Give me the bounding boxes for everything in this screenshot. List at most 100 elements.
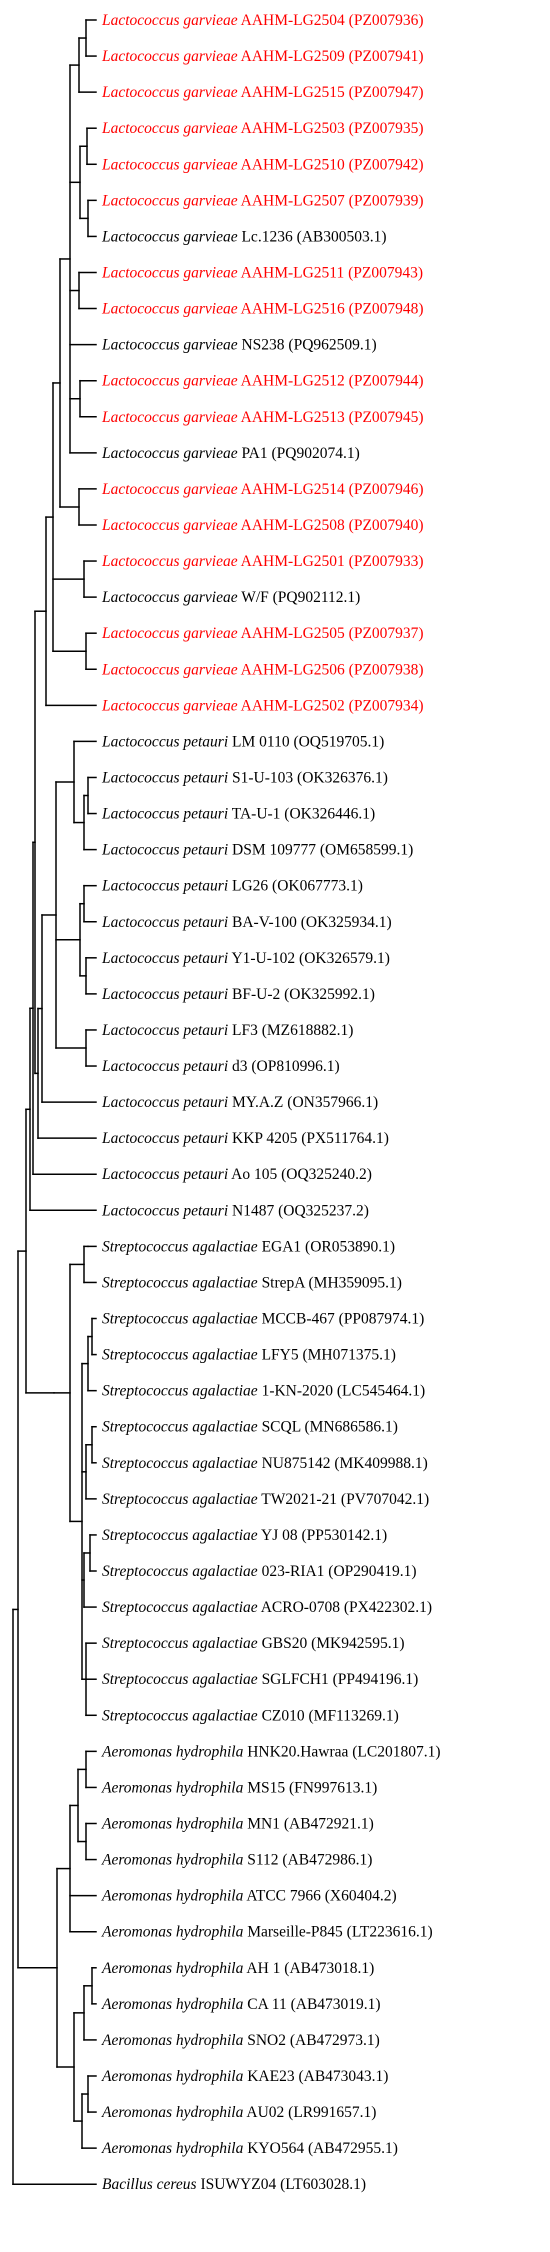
leaf-label: Lactococcus garvieae AAHM-LG2511 (PZ0079…	[101, 264, 423, 281]
leaf-genus: Lactococcus garvieae	[101, 445, 238, 462]
leaf-label: Lactococcus garvieae AAHM-LG2515 (PZ0079…	[101, 84, 424, 101]
leaf-label: Lactococcus garvieae Lc.1236 (AB300503.1…	[101, 228, 387, 245]
leaf-genus: Lactococcus garvieae	[101, 48, 238, 65]
leaf-label: Lactococcus petauri d3 (OP810996.1)	[101, 1058, 340, 1075]
leaf-genus: Lactococcus petauri	[101, 1022, 228, 1039]
leaf-strain: AAHM-LG2501 (PZ007933)	[241, 553, 424, 570]
leaf-genus: Streptococcus agalactiae	[102, 1274, 258, 1291]
leaf-strain: SNO2 (AB472973.1)	[247, 2032, 380, 2049]
leaf-strain: AH 1 (AB473018.1)	[246, 1960, 374, 1977]
leaf-label: Lactococcus petauri KKP 4205 (PX511764.1…	[101, 1130, 389, 1147]
leaf-label: Lactococcus petauri N1487 (OQ325237.2)	[101, 1202, 369, 1219]
leaf-strain: AAHM-LG2509 (PZ007941)	[241, 48, 424, 65]
leaf-genus: Aeromonas hydrophila	[101, 1924, 244, 1941]
leaf-strain: BF-U-2 (OK325992.1)	[232, 986, 375, 1003]
leaf-genus: Streptococcus agalactiae	[102, 1635, 258, 1652]
leaf-label: Streptococcus agalactiae StrepA (MH35909…	[102, 1274, 402, 1291]
leaf-genus: Aeromonas hydrophila	[101, 1743, 244, 1760]
leaf-genus: Lactococcus garvieae	[101, 120, 238, 137]
leaf-strain: ISUWYZ04 (LT603028.1)	[200, 2176, 366, 2193]
leaf-strain: LFY5 (MH071375.1)	[262, 1347, 396, 1364]
leaf-genus: Lactococcus garvieae	[101, 12, 238, 29]
leaf-label: Lactococcus garvieae AAHM-LG2502 (PZ0079…	[101, 697, 424, 714]
leaf-label: Lactococcus garvieae AAHM-LG2514 (PZ0079…	[101, 481, 424, 498]
leaf-genus: Aeromonas hydrophila	[101, 2104, 244, 2121]
leaf-genus: Lactococcus garvieae	[101, 373, 238, 390]
leaf-label: Streptococcus agalactiae GBS20 (MK942595…	[102, 1635, 405, 1652]
leaf-strain: CA 11 (AB473019.1)	[247, 1996, 380, 2013]
leaf-strain: AAHM-LG2510 (PZ007942)	[241, 156, 424, 173]
leaf-label: Lactococcus petauri BF-U-2 (OK325992.1)	[101, 986, 375, 1003]
leaf-genus: Lactococcus garvieae	[101, 264, 238, 281]
leaf-genus: Bacillus cereus	[102, 2176, 197, 2193]
leaf-label: Lactococcus garvieae NS238 (PQ962509.1)	[101, 337, 377, 354]
leaf-strain: KAE23 (AB473043.1)	[247, 2068, 388, 2085]
leaf-label: Aeromonas hydrophila AU02 (LR991657.1)	[101, 2104, 376, 2121]
leaf-genus: Lactococcus garvieae	[101, 337, 238, 354]
leaf-genus: Streptococcus agalactiae	[102, 1311, 258, 1328]
leaf-strain: KYO564 (AB472955.1)	[247, 2140, 398, 2157]
leaf-genus: Lactococcus petauri	[101, 1202, 228, 1219]
tree-leaf-labels: Lactococcus garvieae AAHM-LG2504 (PZ0079…	[101, 12, 441, 2193]
leaf-label: Streptococcus agalactiae 1-KN-2020 (LC54…	[102, 1383, 425, 1400]
leaf-genus: Lactococcus garvieae	[101, 553, 238, 570]
leaf-strain: Lc.1236 (AB300503.1)	[241, 228, 386, 245]
leaf-label: Lactococcus petauri LG26 (OK067773.1)	[101, 878, 363, 895]
leaf-genus: Aeromonas hydrophila	[101, 2032, 244, 2049]
leaf-label: Aeromonas hydrophila SNO2 (AB472973.1)	[101, 2032, 380, 2049]
leaf-genus: Lactococcus garvieae	[101, 228, 238, 245]
leaf-strain: Ao 105 (OQ325240.2)	[231, 1166, 372, 1183]
leaf-genus: Lactococcus petauri	[101, 842, 228, 859]
leaf-label: Lactococcus garvieae AAHM-LG2516 (PZ0079…	[101, 301, 424, 318]
leaf-label: Lactococcus garvieae AAHM-LG2512 (PZ0079…	[101, 373, 424, 390]
leaf-genus: Lactococcus garvieae	[101, 589, 238, 606]
leaf-genus: Lactococcus garvieae	[101, 625, 238, 642]
leaf-genus: Aeromonas hydrophila	[101, 2140, 244, 2157]
leaf-strain: GBS20 (MK942595.1)	[262, 1635, 405, 1652]
leaf-strain: MS15 (FN997613.1)	[247, 1779, 377, 1796]
leaf-label: Lactococcus petauri TA-U-1 (OK326446.1)	[101, 806, 375, 823]
leaf-genus: Lactococcus petauri	[101, 986, 228, 1003]
leaf-label: Streptococcus agalactiae LFY5 (MH071375.…	[102, 1347, 396, 1364]
leaf-strain: S112 (AB472986.1)	[247, 1852, 372, 1869]
leaf-label: Lactococcus garvieae W/F (PQ902112.1)	[101, 589, 360, 606]
leaf-genus: Streptococcus agalactiae	[102, 1491, 258, 1508]
leaf-label: Lactococcus garvieae AAHM-LG2501 (PZ0079…	[101, 553, 424, 570]
leaf-strain: MCCB-467 (PP087974.1)	[262, 1311, 425, 1328]
leaf-strain: NS238 (PQ962509.1)	[241, 337, 376, 354]
leaf-strain: PA1 (PQ902074.1)	[241, 445, 359, 462]
leaf-genus: Lactococcus petauri	[101, 733, 228, 750]
leaf-strain: CZ010 (MF113269.1)	[262, 1707, 399, 1724]
leaf-genus: Lactococcus petauri	[101, 878, 228, 895]
leaf-label: Aeromonas hydrophila KYO564 (AB472955.1)	[101, 2140, 398, 2157]
leaf-label: Streptococcus agalactiae SCQL (MN686586.…	[102, 1419, 398, 1436]
leaf-label: Lactococcus garvieae AAHM-LG2503 (PZ0079…	[101, 120, 424, 137]
leaf-strain: YJ 08 (PP530142.1)	[261, 1527, 387, 1544]
leaf-label: Streptococcus agalactiae CZ010 (MF113269…	[102, 1707, 399, 1724]
leaf-strain: SCQL (MN686586.1)	[262, 1419, 398, 1436]
leaf-strain: HNK20.Hawraa (LC201807.1)	[247, 1743, 440, 1760]
leaf-genus: Aeromonas hydrophila	[101, 1852, 244, 1869]
leaf-label: Lactococcus garvieae AAHM-LG2510 (PZ0079…	[101, 156, 424, 173]
leaf-genus: Aeromonas hydrophila	[101, 2068, 244, 2085]
leaf-strain: StrepA (MH359095.1)	[262, 1274, 402, 1291]
leaf-genus: Streptococcus agalactiae	[102, 1599, 258, 1616]
leaf-genus: Streptococcus agalactiae	[102, 1419, 258, 1436]
leaf-genus: Lactococcus garvieae	[101, 661, 238, 678]
leaf-strain: LM 0110 (OQ519705.1)	[232, 733, 384, 750]
leaf-genus: Lactococcus petauri	[101, 914, 228, 931]
leaf-label: Aeromonas hydrophila MS15 (FN997613.1)	[101, 1779, 377, 1796]
leaf-label: Aeromonas hydrophila S112 (AB472986.1)	[101, 1852, 372, 1869]
leaf-strain: AAHM-LG2513 (PZ007945)	[241, 409, 424, 426]
leaf-strain: Y1-U-102 (OK326579.1)	[231, 950, 389, 967]
leaf-label: Lactococcus petauri MY.A.Z (ON357966.1)	[101, 1094, 378, 1111]
leaf-strain: AAHM-LG2514 (PZ007946)	[241, 481, 424, 498]
leaf-genus: Lactococcus petauri	[101, 1094, 228, 1111]
leaf-strain: AAHM-LG2511 (PZ007943)	[241, 264, 423, 281]
leaf-strain: AAHM-LG2505 (PZ007937)	[241, 625, 424, 642]
leaf-label: Lactococcus garvieae AAHM-LG2505 (PZ0079…	[101, 625, 424, 642]
leaf-strain: N1487 (OQ325237.2)	[232, 1202, 369, 1219]
leaf-genus: Streptococcus agalactiae	[102, 1563, 258, 1580]
leaf-strain: SGLFCH1 (PP494196.1)	[262, 1671, 419, 1688]
